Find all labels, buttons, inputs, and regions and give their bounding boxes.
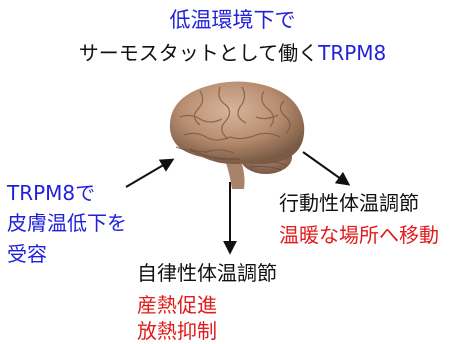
left-label-line-3: 受容 <box>7 242 47 266</box>
title-line-1: 低温環境下で <box>169 8 296 32</box>
autonomic-detail-2: 放熱抑制 <box>137 319 217 343</box>
left-label-line-1: TRPM8で <box>7 181 96 205</box>
arrow-to-brain <box>125 158 175 188</box>
behavioral-detail: 温暖な場所へ移動 <box>279 223 439 247</box>
autonomic-heading: 自律性体温調節 <box>137 261 277 285</box>
left-label-line-2: 皮膚温低下を <box>7 211 127 235</box>
arrow-to-behavioral <box>302 151 351 186</box>
behavioral-heading: 行動性体温調節 <box>279 191 419 215</box>
title-line-2: サーモスタットとして働くTRPM8 <box>0 43 465 63</box>
brain-icon <box>169 81 305 189</box>
autonomic-detail-1: 産熱促進 <box>137 293 217 317</box>
title-line-2-text: サーモスタットとして働く <box>78 41 319 65</box>
title-trpm8: TRPM8 <box>318 41 387 65</box>
